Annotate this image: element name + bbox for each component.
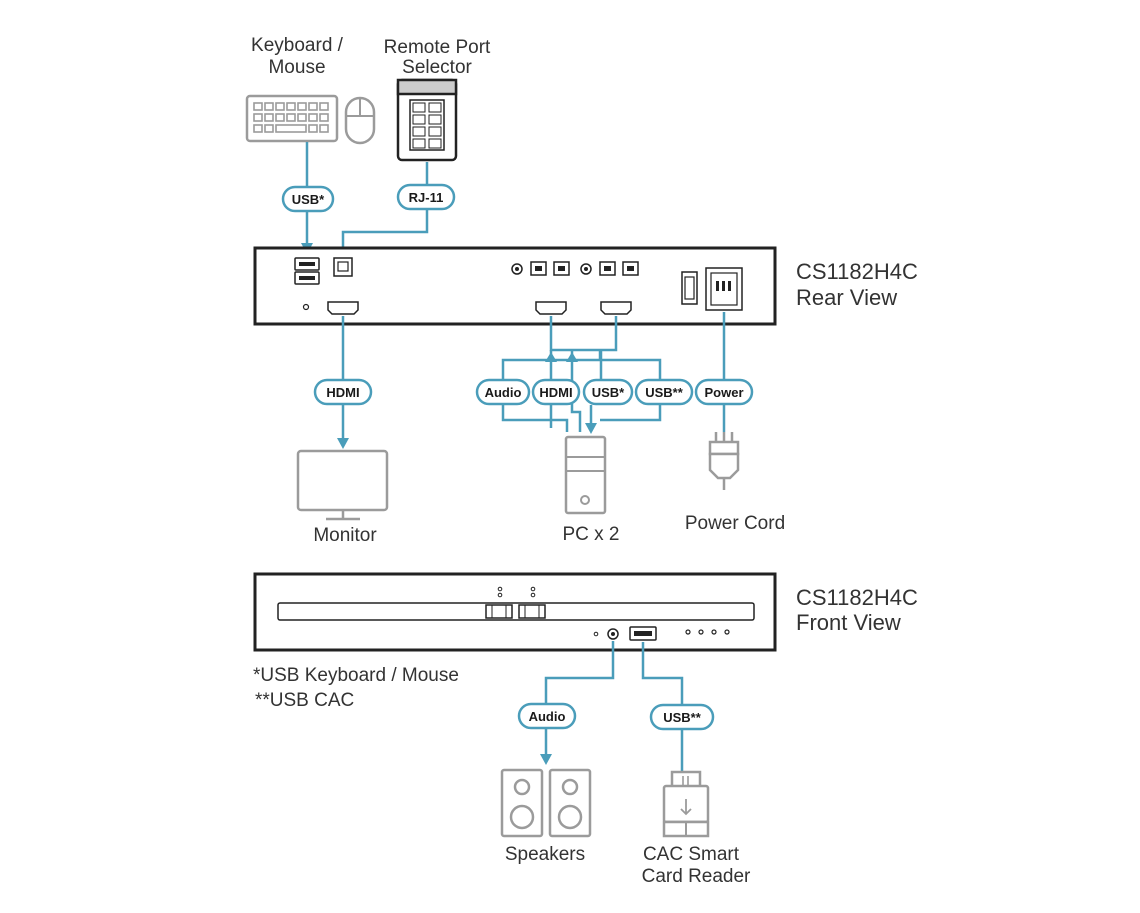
svg-text:USB**: USB** (663, 710, 702, 725)
card-reader-icon (662, 770, 710, 838)
remote-port-label-line1: Remote Port (384, 37, 491, 58)
power-pill: Power (694, 378, 754, 406)
cac-reader-label-line2: Card Reader (642, 866, 751, 887)
keyboard-icon (245, 94, 339, 143)
remote-port-selector-icon (396, 78, 458, 162)
monitor-label: Monitor (313, 525, 377, 546)
rear-view-unit (253, 246, 777, 326)
hdmi-monitor-pill: HDMI (313, 378, 373, 406)
svg-text:USB**: USB** (645, 385, 684, 400)
usb-cac-front-pill: USB** (649, 703, 715, 731)
cac-reader-label-line1: CAC Smart (643, 844, 740, 865)
speakers-icon (500, 768, 592, 838)
usb-cac-pc-pill: USB** (634, 378, 694, 406)
usb-kbm-pill: USB* (281, 185, 335, 213)
svg-text:HDMI: HDMI (539, 385, 572, 400)
monitor-icon (296, 449, 389, 521)
svg-text:HDMI: HDMI (326, 385, 359, 400)
svg-text:Audio: Audio (529, 709, 566, 724)
front-view-unit (253, 572, 777, 652)
keyboard-mouse-label-line1: Keyboard / (251, 35, 344, 56)
front-view-title-line1: CS1182H4C (796, 585, 918, 610)
audio-speakers-pill: Audio (517, 702, 577, 730)
svg-text:USB*: USB* (592, 385, 625, 400)
svg-text:USB*: USB* (292, 192, 325, 207)
rear-view-title-line1: CS1182H4C (796, 259, 918, 284)
svg-text:Audio: Audio (485, 385, 522, 400)
hdmi-monitor-cable (337, 316, 349, 449)
keyboard-mouse-label-line2: Mouse (268, 57, 325, 78)
hdmi-pc-pill: HDMI (531, 378, 581, 406)
footnote-usb-keyboard-mouse: *USB Keyboard / Mouse (253, 665, 459, 686)
audio-pc-pill: Audio (475, 378, 531, 406)
rear-view-title-line2: Rear View (796, 285, 897, 310)
power-cord-label: Power Cord (685, 513, 785, 534)
pc-label: PC x 2 (562, 524, 619, 545)
svg-text:RJ-11: RJ-11 (409, 190, 444, 205)
footnote-usb-cac: **USB CAC (255, 690, 354, 711)
rj11-pill: RJ-11 (396, 183, 456, 211)
svg-text:Power: Power (704, 385, 743, 400)
remote-port-label-line2: Selector (402, 57, 472, 78)
usb-pc-pill: USB* (582, 378, 634, 406)
mouse-icon (344, 96, 376, 145)
pc-cable-bundle (501, 316, 662, 434)
front-view-title-line2: Front View (796, 610, 901, 635)
pc-tower-icon (564, 435, 607, 515)
speakers-label: Speakers (505, 844, 585, 865)
power-plug-icon (708, 432, 740, 490)
